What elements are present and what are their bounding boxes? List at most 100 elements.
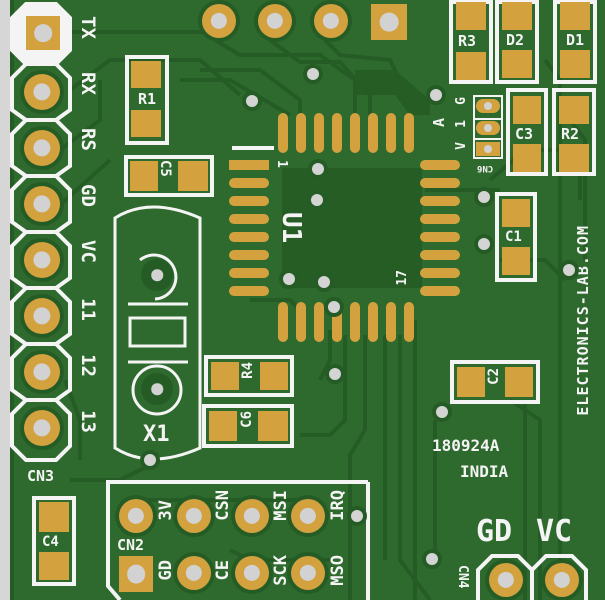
cn3-pin-13-pad[interactable] bbox=[24, 410, 60, 446]
cn6-pin-1[interactable] bbox=[476, 121, 500, 135]
u1-right-pin bbox=[420, 160, 460, 170]
cn3-label-12: 12 bbox=[77, 354, 99, 377]
u1-right-pin bbox=[420, 196, 460, 206]
cn3-pin-rx-pad[interactable] bbox=[24, 74, 60, 110]
cn3-pin-tx-pad[interactable] bbox=[26, 16, 60, 50]
c5-label: C5 bbox=[157, 160, 173, 177]
c1-pad-1[interactable] bbox=[502, 199, 530, 227]
top-header-pin-3[interactable] bbox=[314, 4, 348, 38]
x1-pin-2[interactable] bbox=[145, 377, 169, 401]
top-header-pin-4-square[interactable] bbox=[371, 4, 407, 40]
cn6-label-g: G bbox=[454, 97, 469, 105]
cn3-pin-12-pad[interactable] bbox=[24, 354, 60, 390]
c6-outline bbox=[202, 404, 294, 448]
cn2-pin-csn[interactable] bbox=[177, 499, 211, 533]
cn2-pin-gd-square[interactable] bbox=[119, 556, 153, 592]
c1-pad-2[interactable] bbox=[502, 247, 530, 275]
r3-pad-1[interactable] bbox=[456, 2, 486, 30]
u1-right-pin bbox=[420, 268, 460, 278]
c6-pad-2[interactable] bbox=[258, 411, 288, 441]
c2-outline bbox=[450, 360, 540, 404]
u1-left-pin bbox=[229, 268, 269, 278]
c1-outline bbox=[495, 192, 537, 282]
cn2-label-msi: MSI bbox=[271, 490, 291, 521]
top-header-pin-2[interactable] bbox=[258, 4, 292, 38]
d2-pad-1[interactable] bbox=[502, 2, 532, 30]
cn6-pin-g[interactable] bbox=[476, 99, 500, 113]
r3-label: R3 bbox=[458, 32, 477, 50]
c2-pad-2[interactable] bbox=[505, 367, 533, 397]
cn6-outline bbox=[473, 95, 503, 159]
cn3-pin-vc-pad[interactable] bbox=[24, 242, 60, 278]
cn6-label-1: 1 bbox=[454, 120, 469, 128]
r4-pad-2[interactable] bbox=[260, 362, 288, 390]
c5-pad-2[interactable] bbox=[178, 161, 208, 191]
u1-bottom-pin bbox=[404, 302, 414, 342]
via bbox=[246, 95, 258, 107]
c5-pad-1[interactable] bbox=[130, 161, 158, 191]
cn2-label-mso: MSO bbox=[328, 555, 348, 586]
c4-label: C4 bbox=[42, 534, 59, 550]
u1-left-pin-1 bbox=[229, 160, 269, 170]
u1-top-pin bbox=[404, 113, 414, 153]
r3-pad-2[interactable] bbox=[456, 52, 486, 80]
cn6-pin-v-square[interactable] bbox=[476, 142, 500, 156]
cn3-label-13: 13 bbox=[77, 410, 99, 433]
r2-pad-1[interactable] bbox=[559, 96, 589, 124]
r4-pad-1[interactable] bbox=[211, 362, 239, 390]
x1-pin-1[interactable] bbox=[145, 263, 169, 287]
cn3-pin-rs-pad[interactable] bbox=[24, 130, 60, 166]
cn3-pin-gd-pad[interactable] bbox=[24, 186, 60, 222]
r1-pad-1[interactable] bbox=[131, 61, 161, 88]
cn3-label-11: 11 bbox=[77, 298, 99, 321]
cn2-pin-msi[interactable] bbox=[235, 499, 269, 533]
d1-pad-2[interactable] bbox=[560, 50, 590, 78]
c3-pad-2[interactable] bbox=[513, 144, 541, 172]
c2-label: C2 bbox=[486, 368, 502, 385]
cn2-label-sck: SCK bbox=[271, 555, 291, 586]
cn2-pin-sck[interactable] bbox=[235, 556, 269, 590]
pcb-id-text: 180924A bbox=[432, 436, 500, 455]
d2-pad-2[interactable] bbox=[502, 50, 532, 78]
u1-bottom-pin bbox=[296, 302, 306, 342]
cn2-pin-3v[interactable] bbox=[119, 499, 153, 533]
u1-bottom-pin bbox=[314, 302, 324, 342]
d1-pad-1[interactable] bbox=[560, 2, 590, 30]
cn2-label-ce: CE bbox=[213, 560, 233, 581]
u1-bottom-pin bbox=[350, 302, 360, 342]
u1-top-pin bbox=[332, 113, 342, 153]
u1-right-pin-17 bbox=[420, 286, 460, 296]
u1-bottom-pin bbox=[278, 302, 288, 342]
c3-label: C3 bbox=[515, 125, 534, 143]
cn2-pin-ce[interactable] bbox=[177, 556, 211, 590]
via bbox=[311, 194, 323, 206]
via bbox=[328, 301, 340, 313]
u1-top-pin bbox=[314, 113, 324, 153]
r2-pad-2[interactable] bbox=[559, 144, 589, 172]
cn2-pin-mso[interactable] bbox=[291, 556, 325, 590]
r1-pad-2[interactable] bbox=[131, 110, 161, 137]
u1-left-pin bbox=[229, 286, 269, 296]
c4-pad-2[interactable] bbox=[39, 552, 69, 580]
cn4-pin-vc[interactable] bbox=[545, 563, 579, 597]
cn3-ref-label: CN3 bbox=[27, 467, 55, 485]
top-header-pin-1[interactable] bbox=[202, 4, 236, 38]
cn2-label-irq: IRQ bbox=[328, 490, 348, 521]
u1-top-pin bbox=[278, 113, 288, 153]
r4-outline bbox=[204, 355, 294, 397]
cn2-pin-irq[interactable] bbox=[291, 499, 325, 533]
cn3-label-rx: RX bbox=[77, 72, 99, 95]
x1-outline bbox=[113, 205, 202, 461]
c6-pad-1[interactable] bbox=[209, 411, 237, 441]
cn2-label-3v: 3V bbox=[156, 500, 176, 521]
cn4-pin-gd[interactable] bbox=[489, 563, 523, 597]
r1-label: R1 bbox=[138, 90, 157, 108]
website-text: ELECTRONICS-LAB.COM bbox=[574, 225, 592, 416]
cn3-pin-11-pad[interactable] bbox=[24, 298, 60, 334]
c3-pad-1[interactable] bbox=[513, 96, 541, 124]
c4-pad-1[interactable] bbox=[39, 502, 69, 532]
u1-top-pin bbox=[350, 113, 360, 153]
r1-outline bbox=[125, 55, 169, 145]
c2-pad-1[interactable] bbox=[457, 367, 485, 397]
